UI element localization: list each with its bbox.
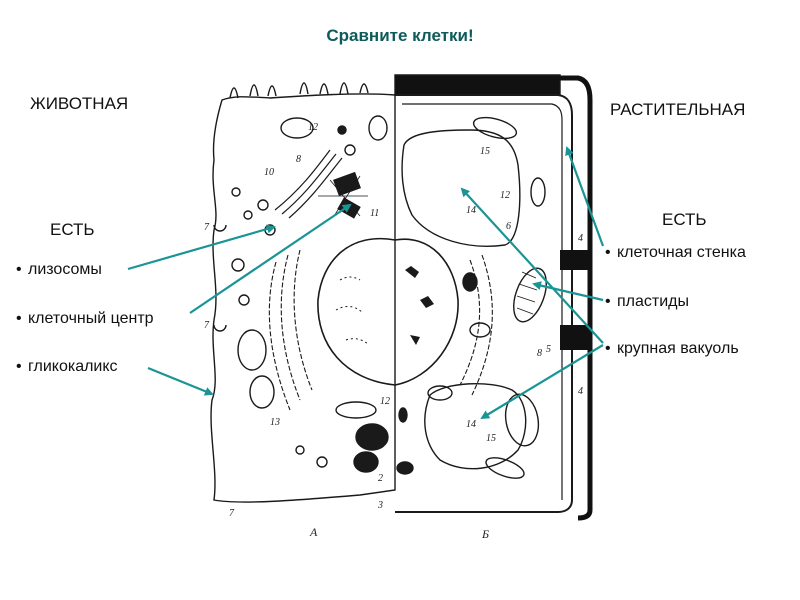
plant-cell-drawing	[394, 74, 593, 521]
arrow-vacuole-lower	[480, 344, 604, 420]
fig-number: 10	[264, 167, 274, 178]
fig-number: 8	[537, 348, 542, 359]
fig-number: 6	[506, 221, 511, 232]
fig-number: 14	[466, 419, 476, 430]
chloroplast	[513, 267, 547, 323]
fig-number: 7	[204, 222, 210, 233]
animal-heading: ЖИВОТНАЯ	[30, 94, 129, 113]
bullet: •	[16, 358, 22, 375]
fig-number: 7	[204, 320, 210, 331]
fig-number: 12	[500, 190, 510, 201]
arrow-plastids	[532, 281, 604, 302]
panel-label-a: А	[309, 525, 318, 539]
pointer-arrows	[127, 146, 605, 420]
plant-vacuole-lower	[424, 382, 527, 470]
fig-number: 8	[296, 154, 301, 165]
plant-nucleus	[394, 238, 459, 386]
bullet: •	[605, 293, 611, 310]
animal-cell-drawing	[210, 82, 396, 503]
panel-label-b: Б	[481, 527, 489, 541]
plant-top-band	[394, 74, 561, 96]
fig-number: 4	[578, 233, 583, 244]
page-title: Сравните клетки!	[326, 26, 474, 45]
arrow-cell-wall	[565, 146, 605, 247]
fig-number: 13	[270, 417, 280, 428]
animal-item-cell-center: • клеточный центр	[16, 310, 154, 328]
animal-item-glycocalyx: • гликокаликс	[16, 358, 118, 376]
plant-item-cell-wall: • клеточная стенка	[605, 244, 746, 262]
animal-nucleus	[317, 237, 396, 386]
animal-cell-membrane	[210, 93, 396, 503]
plant-heading: РАСТИТЕЛЬНАЯ	[610, 100, 746, 119]
fig-number: 14	[466, 205, 476, 216]
animal-item-lysosomes: • лизосомы	[16, 261, 102, 279]
fig-number: 4	[578, 386, 583, 397]
plant-cell-wall	[395, 94, 573, 513]
fig-number: 15	[480, 146, 490, 157]
arrow-glycocalyx	[147, 366, 214, 396]
fig-number: 12	[308, 122, 318, 133]
fig-number: 11	[370, 208, 379, 219]
fig-number: 7	[229, 508, 235, 519]
arrow-lysosomes	[127, 224, 276, 271]
plant-item-plastids: • пластиды	[605, 293, 689, 311]
animal-item-label: клеточный центр	[28, 310, 154, 327]
bullet: •	[605, 244, 611, 261]
fig-number: 12	[380, 396, 390, 407]
animal-has-heading: ЕСТЬ	[50, 220, 95, 239]
plant-has-heading: ЕСТЬ	[662, 210, 707, 229]
fig-number: 3	[377, 500, 383, 511]
figure-number-labels: 12 8 10 7 11 7 13 12 7 2 3 15 12 14 6 4 …	[204, 122, 583, 541]
bullet: •	[605, 340, 611, 357]
plant-item-label: крупная вакуоль	[617, 340, 739, 357]
fig-number: 2	[378, 473, 383, 484]
plant-item-label: клеточная стенка	[617, 244, 746, 261]
arrow-cell-center	[189, 203, 352, 314]
plant-vacuole-upper	[401, 129, 521, 247]
bullet: •	[16, 310, 22, 327]
plant-item-label: пластиды	[617, 293, 689, 310]
bullet: •	[16, 261, 22, 278]
plant-item-vacuole: • крупная вакуоль	[605, 340, 739, 358]
animal-item-label: гликокаликс	[28, 358, 118, 375]
fig-number: 5	[546, 344, 551, 355]
arrow-vacuole-upper	[460, 187, 604, 344]
fig-number: 15	[486, 433, 496, 444]
animal-item-label: лизосомы	[28, 261, 102, 278]
